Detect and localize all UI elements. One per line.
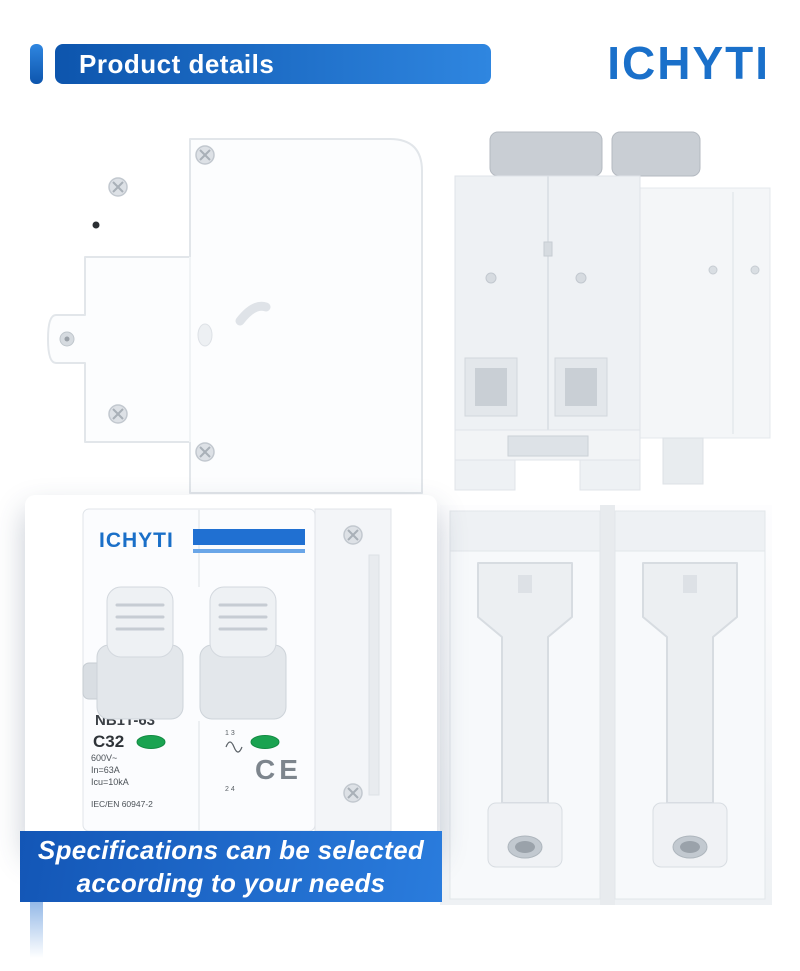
din-clip-unit bbox=[614, 510, 766, 900]
side-plate bbox=[639, 187, 771, 439]
screw-icon bbox=[343, 783, 363, 803]
section-title-banner: Product details bbox=[55, 44, 491, 84]
section-title: Product details bbox=[79, 48, 275, 79]
photo-back-view bbox=[433, 130, 772, 500]
oval-cutout bbox=[197, 323, 213, 347]
toggle-handle bbox=[82, 586, 184, 720]
caption-banner: Specifications can be selected according… bbox=[20, 831, 442, 902]
spec-breaking: Icu=10kA bbox=[91, 777, 129, 787]
side-view-illustration bbox=[47, 138, 423, 494]
spec-current: In=63A bbox=[91, 765, 120, 775]
standard-text: IEC/EN 60947-2 bbox=[91, 799, 153, 809]
terminal-window bbox=[554, 357, 608, 417]
ce-mark-text: CE bbox=[255, 754, 302, 785]
photo-din-clip-view bbox=[440, 505, 772, 905]
status-indicator bbox=[250, 735, 280, 749]
trip-curve-icon bbox=[225, 741, 243, 753]
terminal-bottom-text: 2 4 bbox=[225, 786, 235, 793]
toggle-handle bbox=[199, 586, 287, 720]
breaker-brand-text: ICHYTI bbox=[99, 529, 174, 552]
toggle-block bbox=[611, 131, 701, 177]
front-view-illustration: ICHYTI NB1T-63 C32 bbox=[82, 508, 392, 832]
screw-icon bbox=[575, 272, 587, 284]
photo-front-view-card: ICHYTI NB1T-63 C32 bbox=[25, 495, 437, 845]
screw-icon bbox=[195, 442, 215, 462]
brand-stripe-thin bbox=[193, 549, 305, 553]
screw-icon bbox=[195, 145, 215, 165]
status-indicator bbox=[136, 735, 166, 749]
breaker-side-body bbox=[47, 138, 423, 494]
back-view-illustration bbox=[454, 131, 771, 491]
panel-gap bbox=[600, 505, 615, 905]
screw-icon bbox=[485, 272, 497, 284]
curved-slot bbox=[235, 301, 271, 326]
mount-ear-hole bbox=[59, 331, 75, 347]
din-groove bbox=[368, 554, 380, 796]
din-rail-clip bbox=[454, 429, 704, 491]
screw-icon bbox=[108, 177, 128, 197]
terminal-top-text: 1 3 bbox=[225, 730, 235, 737]
brand-logo: ICHYTI bbox=[607, 36, 770, 90]
din-clip-illustration bbox=[440, 505, 772, 905]
brand-stripe bbox=[193, 529, 305, 545]
terminal-window bbox=[464, 357, 518, 417]
caption-line1: Specifications can be selected bbox=[37, 835, 425, 865]
breaker-rating-text: C32 bbox=[93, 732, 124, 751]
screw-icon bbox=[108, 404, 128, 424]
pin-dot bbox=[92, 221, 100, 229]
caption-line2: according to your needs bbox=[76, 867, 386, 898]
din-clip-unit bbox=[449, 510, 601, 900]
toggle-block bbox=[489, 131, 603, 177]
header-accent-bar bbox=[30, 44, 43, 84]
spec-voltage: 600V~ bbox=[91, 753, 117, 763]
screw-icon bbox=[343, 525, 363, 545]
breaker-side-face bbox=[314, 508, 392, 832]
brand-logo-text: ICHYTI bbox=[607, 37, 770, 89]
photo-side-view bbox=[30, 135, 430, 497]
